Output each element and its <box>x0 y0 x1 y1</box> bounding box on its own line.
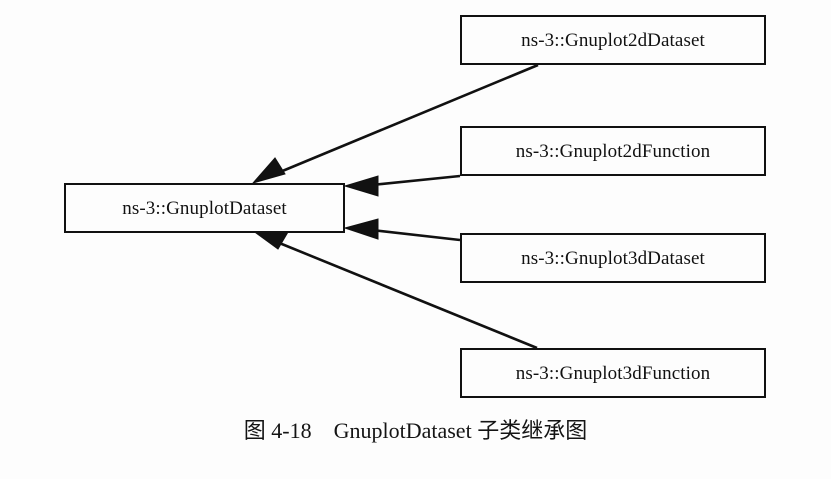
class-box-gnuplot2ddataset-label: ns-3::Gnuplot2dDataset <box>521 29 705 51</box>
class-box-base-label: ns-3::GnuplotDataset <box>122 197 287 219</box>
class-box-gnuplot3ddataset[interactable]: ns-3::Gnuplot3dDataset <box>460 233 766 283</box>
class-box-gnuplot2dfunction[interactable]: ns-3::Gnuplot2dFunction <box>460 126 766 176</box>
class-box-gnuplot3ddataset-label: ns-3::Gnuplot3dDataset <box>521 247 705 269</box>
class-box-gnuplot2ddataset[interactable]: ns-3::Gnuplot2dDataset <box>460 15 766 65</box>
arrow-inherit-2dfunction <box>343 174 461 197</box>
class-box-base[interactable]: ns-3::GnuplotDataset <box>64 183 345 233</box>
class-box-gnuplot3dfunction[interactable]: ns-3::Gnuplot3dFunction <box>460 348 766 398</box>
figure-caption: 图 4-18 GnuplotDataset 子类继承图 <box>243 418 588 443</box>
class-box-gnuplot3dfunction-label: ns-3::Gnuplot3dFunction <box>515 362 711 384</box>
arrow-inherit-3dfunction <box>254 231 538 350</box>
class-box-gnuplot2dfunction-label: ns-3::Gnuplot2dFunction <box>515 140 711 162</box>
arrow-inherit-2ddataset <box>251 63 539 184</box>
arrow-inherit-3ddataset <box>343 218 461 242</box>
